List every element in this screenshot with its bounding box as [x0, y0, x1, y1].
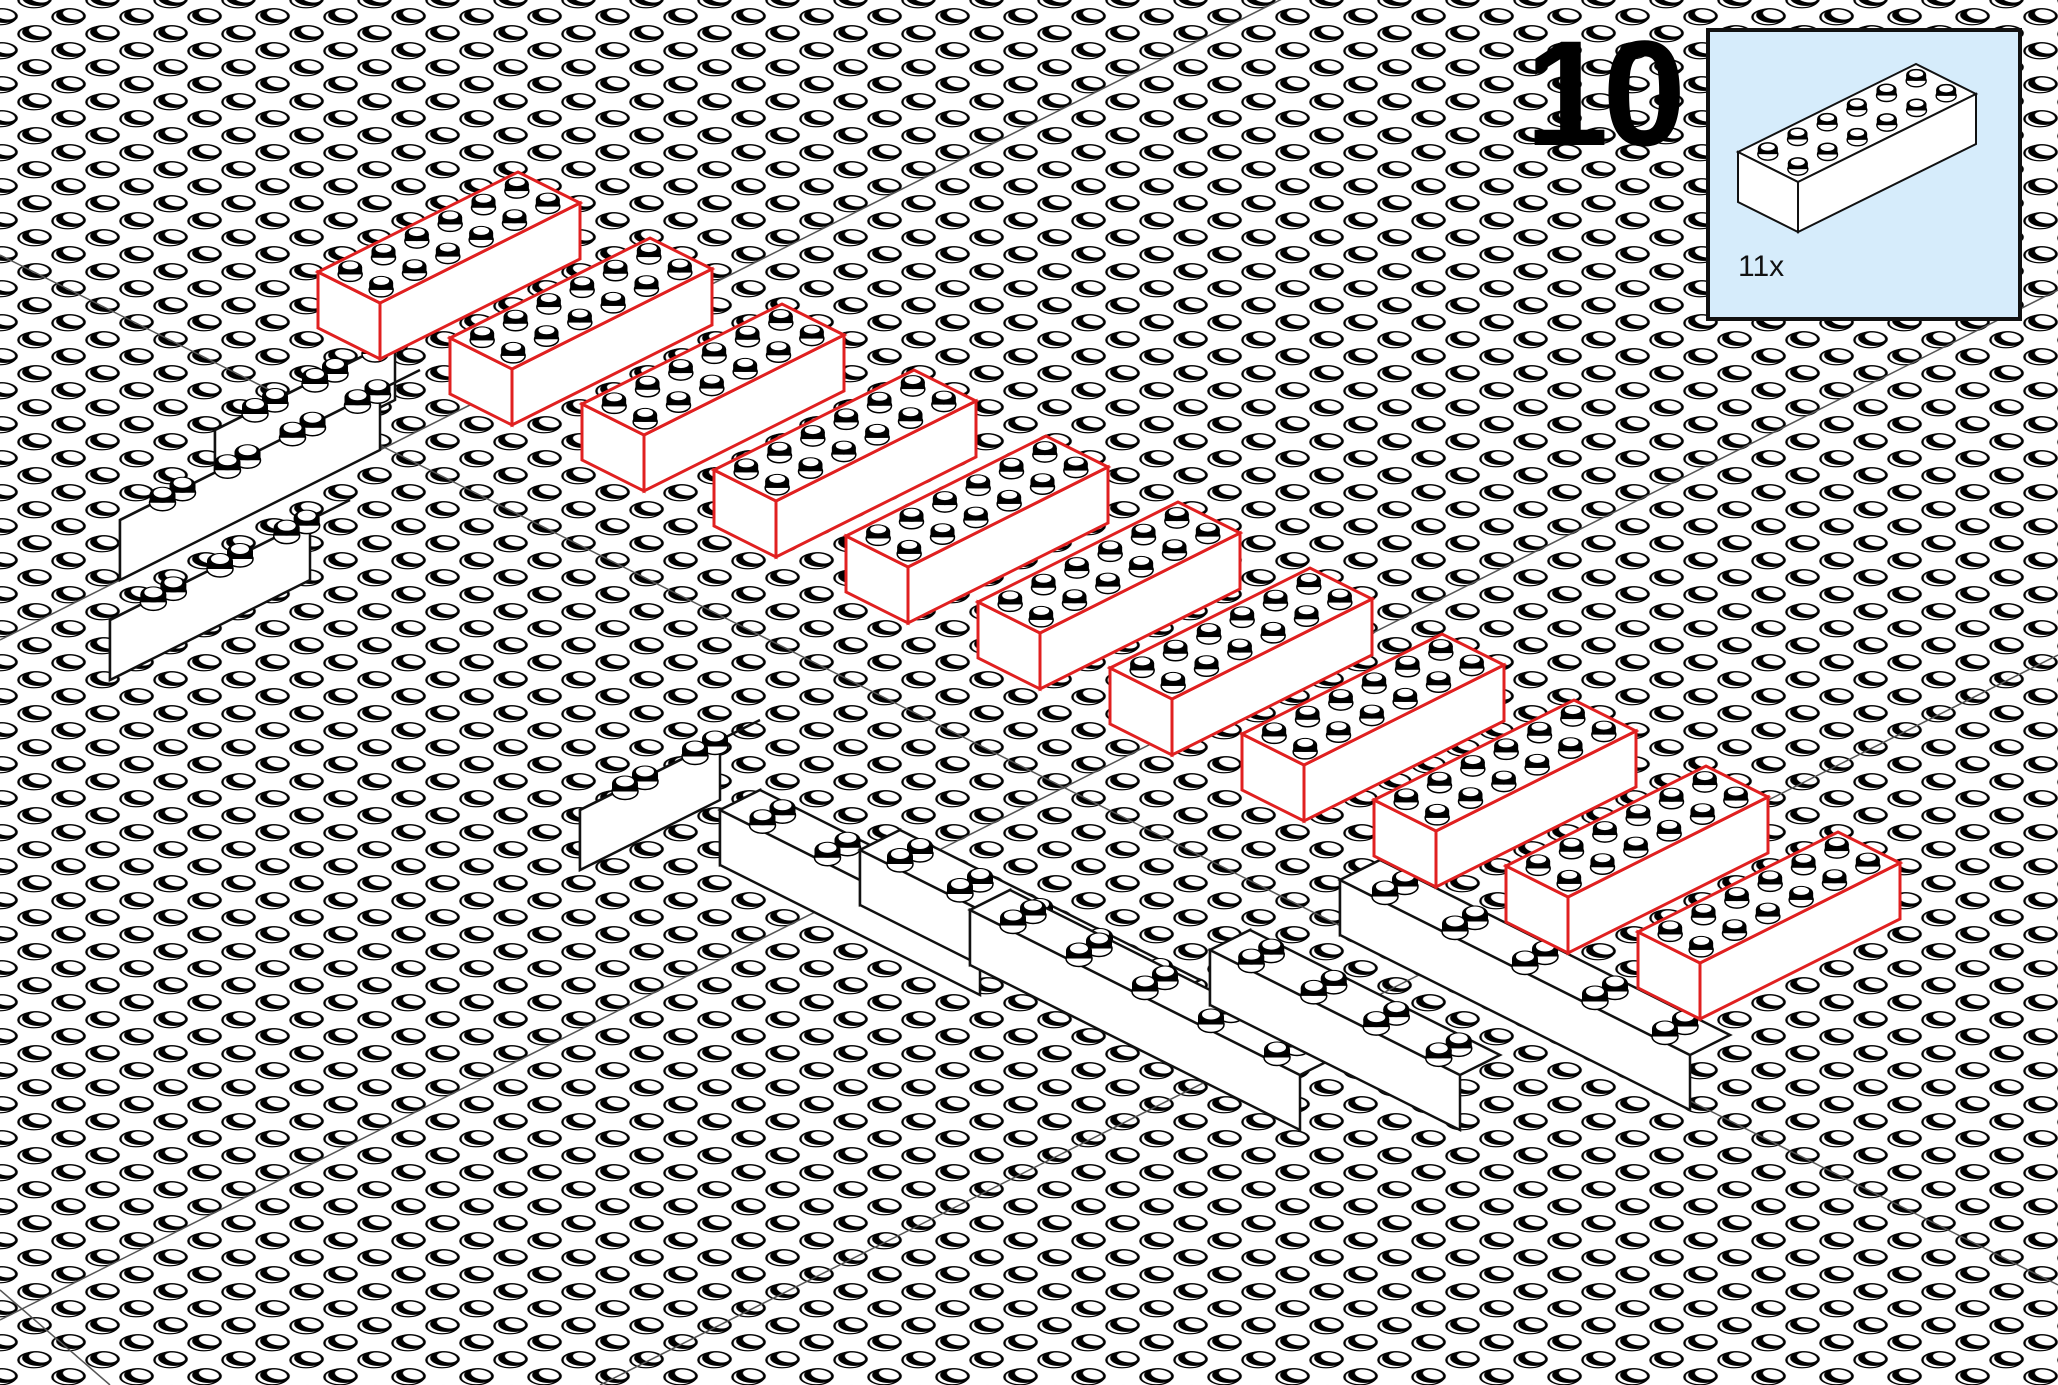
previous-bricks [108, 318, 1733, 1133]
parts-quantity: 11x [1738, 250, 1785, 283]
new-brick [1634, 830, 1904, 1022]
brick-2x6-icon [1735, 62, 1979, 234]
old-brick [1207, 927, 1503, 1133]
new-brick [578, 302, 848, 494]
old-brick [118, 368, 421, 583]
new-brick [314, 170, 584, 362]
old-brick [1337, 857, 1733, 1113]
old-brick [578, 718, 761, 873]
parts-callout: 11x [1706, 28, 2022, 321]
new-brick [1238, 632, 1508, 824]
new-brick [1106, 566, 1376, 758]
new-brick [1502, 764, 1772, 956]
new-brick [842, 434, 1112, 626]
new-brick [710, 368, 980, 560]
new-brick [1370, 698, 1640, 890]
new-brick [974, 500, 1244, 692]
new-bricks [314, 170, 1904, 1022]
old-brick [108, 498, 351, 683]
new-brick [446, 236, 716, 428]
step-number: 10 [1525, 9, 1686, 177]
